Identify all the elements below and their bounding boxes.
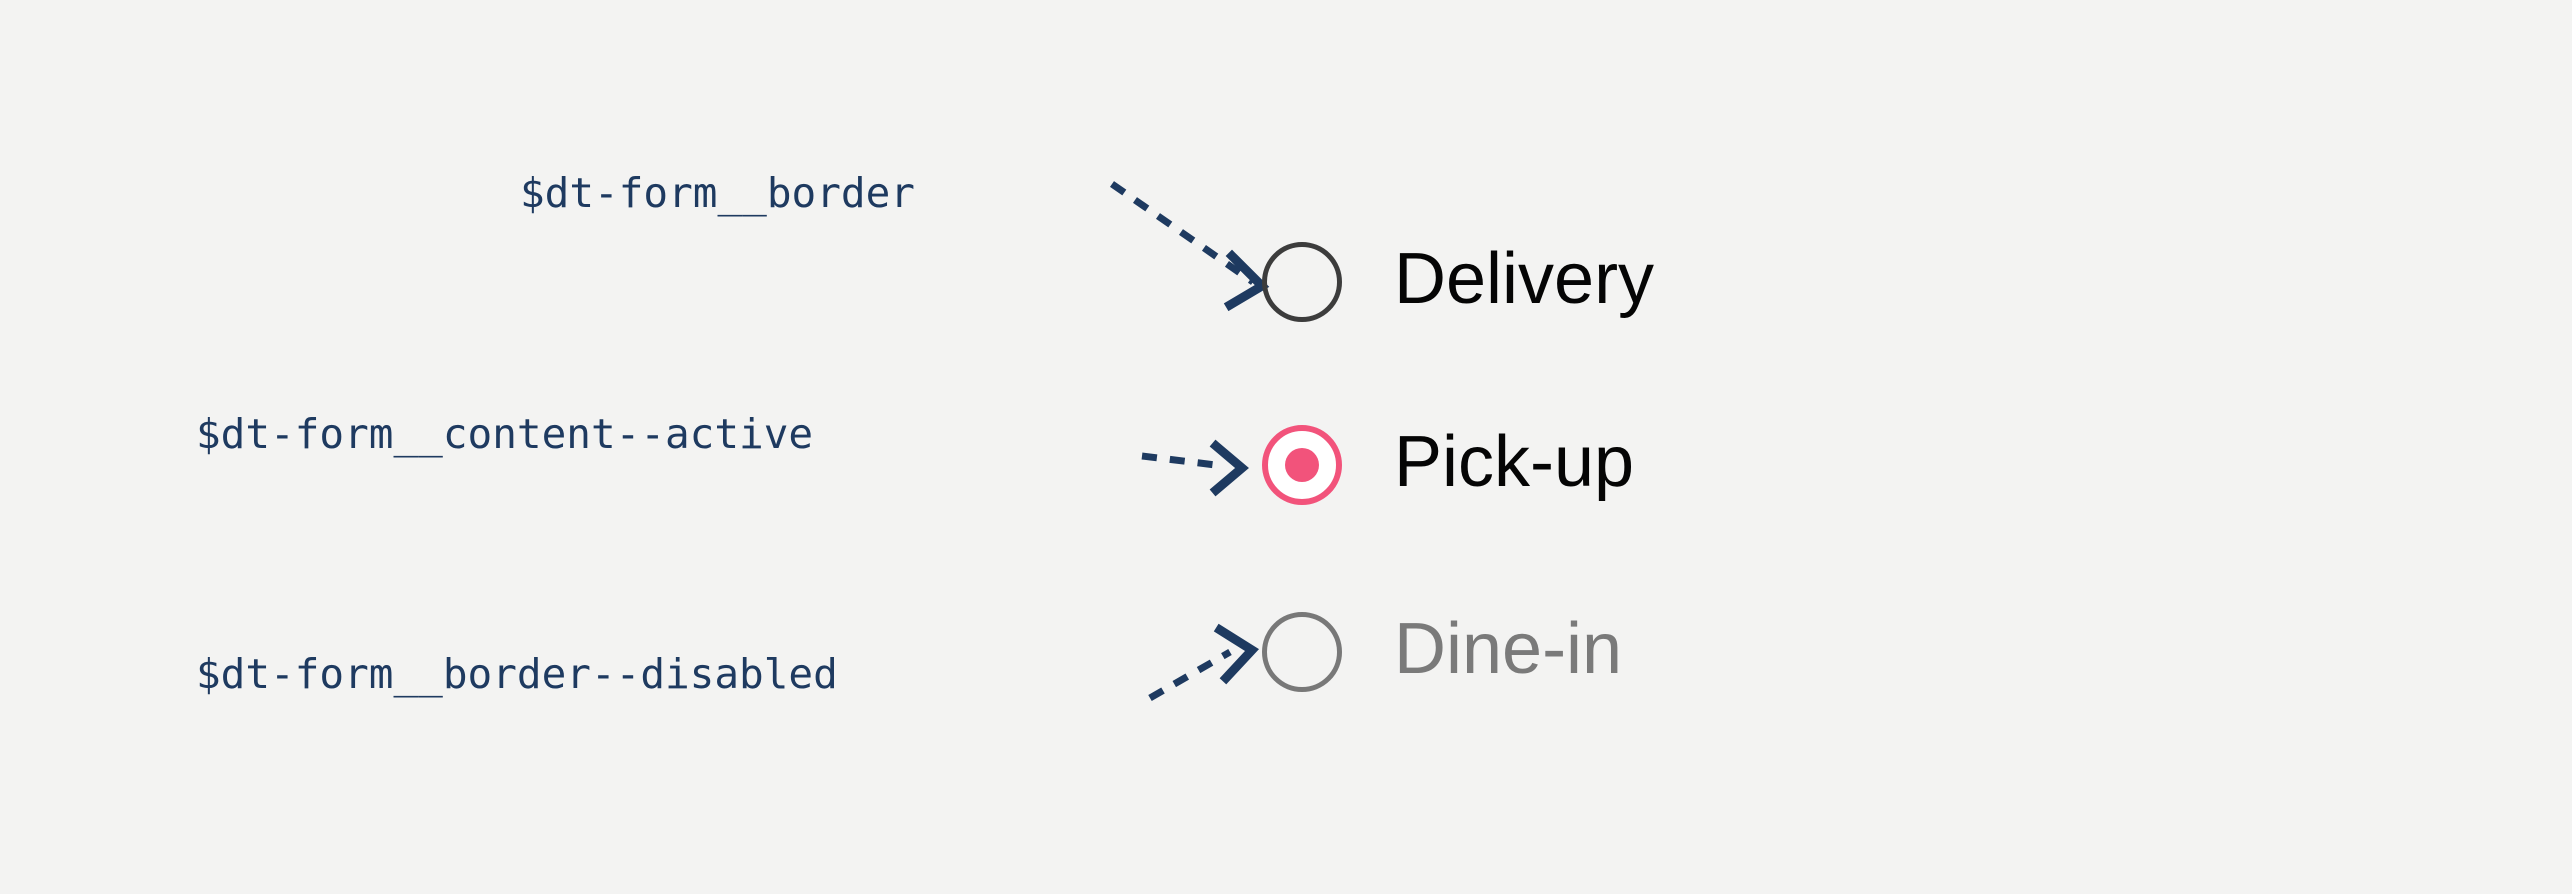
annotation-arrow-to-dinein [1148,623,1260,702]
radio-inner-dot [1285,448,1319,482]
radio-unchecked-icon[interactable] [1262,242,1342,322]
token-label-form-content-active: $dt-form__content--active [196,410,814,458]
token-label-form-border: $dt-form__border [520,169,915,217]
radio-option-pickup[interactable]: Pick-up [1262,425,1634,505]
radio-unchecked-disabled-icon [1262,612,1342,692]
radio-option-delivery[interactable]: Delivery [1262,242,1654,322]
radio-checked-icon[interactable] [1262,425,1342,505]
radio-option-label-dinein: Dine-in [1394,609,1623,689]
annotation-arrow-to-pickup [1141,439,1249,497]
radio-option-label-delivery: Delivery [1394,239,1655,319]
token-label-form-border-disabled: $dt-form__border--disabled [196,650,838,698]
radio-option-dinein: Dine-in [1262,612,1622,692]
radio-option-label-pickup: Pick-up [1394,422,1635,502]
